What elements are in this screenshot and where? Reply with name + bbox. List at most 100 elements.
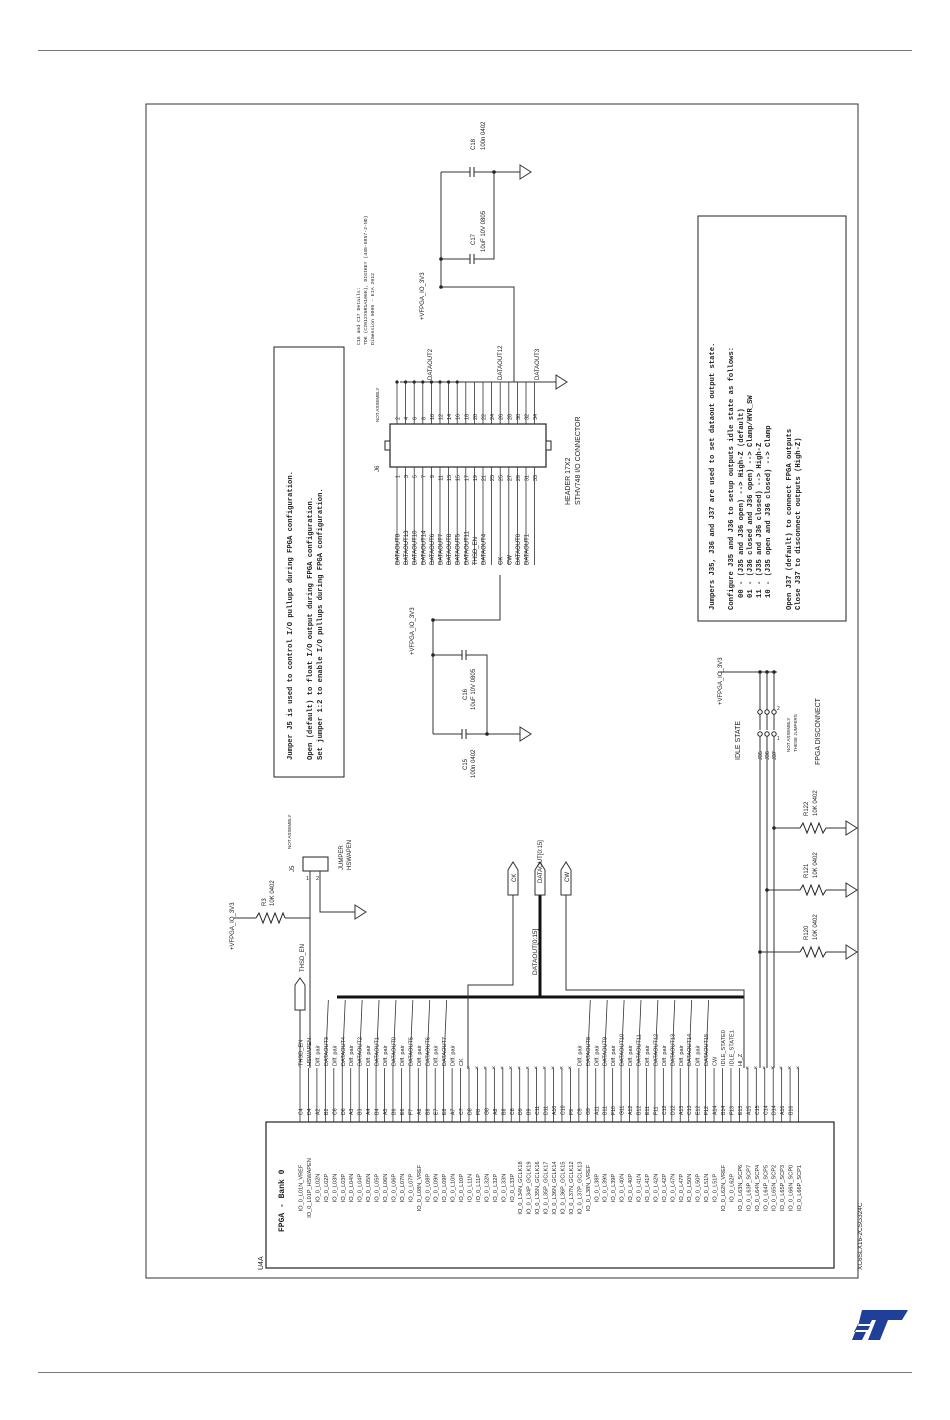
fpga-pin-net: DATAOUT14	[687, 1034, 693, 1066]
no-connect-mark: ×	[492, 1066, 496, 1072]
c15-value: 100n 0402	[471, 749, 477, 778]
fpga-pin-number: B4	[375, 1109, 381, 1115]
j6-left-net: DATAOUT14	[421, 530, 427, 565]
j6-left-net: DATAOUT4	[482, 533, 488, 565]
j6-left-net: DATAOUT8	[447, 533, 453, 565]
j6-right-pin-number: 32	[525, 414, 531, 420]
fpga-pin-name: IO_0_L06P	[391, 1174, 397, 1203]
fpga-pin-name: IO_0_L38N_VREF	[586, 1164, 592, 1211]
j6-left-pin-number: 23	[490, 475, 496, 481]
fpga-pin-number: C10	[560, 1105, 566, 1115]
fpga-pin-net: DATAOUT3	[324, 1037, 330, 1066]
bus-entry	[409, 999, 414, 1069]
j6-right-pin-number: 10	[430, 414, 436, 420]
j6-type: HEADER 17X2	[565, 457, 572, 505]
note-j5: Jumper J5 is used to control I/O pullups…	[273, 346, 345, 778]
port-ck[interactable]: CK	[507, 861, 519, 896]
fpga-pin-net: DATAOUT8	[586, 1037, 592, 1066]
j6-left-pin-number: 33	[533, 475, 539, 481]
fpga-pin-name: IO_0_L04N	[349, 1174, 355, 1203]
j6-left-pin-number: 15	[456, 475, 462, 481]
fpga-pin-name: IO_0_L11N	[468, 1174, 474, 1202]
j6-left-net: THSD_EN	[473, 537, 479, 565]
port-thsd-en[interactable]: THSD_EN	[294, 944, 306, 1068]
fpga-pin-name: IO_0_L34N_GCLK18	[518, 1161, 524, 1214]
j6-right-pin-number: 26	[499, 414, 505, 420]
fpga-pin-net: HI_Z	[738, 1053, 744, 1066]
j6-left-pin-number: 7	[421, 475, 427, 478]
fpga-pin-name: IO_0_L50P	[696, 1174, 702, 1203]
fpga-pin-net: Diff. pair	[611, 1045, 617, 1066]
fpga-pin-net: IDLE_STATE0	[721, 1030, 727, 1066]
j6-left-pin-number: 25	[499, 475, 505, 481]
fpga-pin-net: Diff. pair	[594, 1045, 600, 1066]
j6-left-net: CK	[499, 557, 505, 565]
fpga-pin-name: IO_0_L06N	[383, 1174, 389, 1203]
fpga-pin-number: E11	[645, 1106, 651, 1115]
j5-jumper[interactable]	[302, 856, 329, 872]
j35-label: J35	[758, 751, 764, 760]
j6-right-pin-number: 22	[482, 414, 488, 420]
j5-ref: J5	[290, 865, 296, 872]
no-connect-mark: ×	[475, 1066, 479, 1072]
j6-refdes: J6	[375, 465, 381, 472]
fpga-pin-name: IO_0_L37N_GCLK12	[569, 1161, 575, 1214]
fpga-pin-net: DATAOUT15	[704, 1034, 710, 1066]
fpga-pin-number: B11	[603, 1106, 609, 1115]
hswapen-pullup: R3 10K 0402 +VFPGA_IO_3V3 1 2 J5 NOT ASS…	[230, 815, 367, 1068]
fpga-pin-number: E8	[442, 1109, 448, 1115]
fpga-pin-name: IO_0_L41P	[645, 1174, 651, 1203]
c18-ref: C18	[471, 138, 477, 150]
bus-entry	[443, 999, 448, 1069]
bus-entry	[586, 999, 591, 1069]
port-ck-label: CK	[512, 874, 518, 882]
junction-dot	[395, 380, 399, 384]
j6-right-pin-number: 2	[396, 417, 402, 420]
no-connect-mark: ×	[771, 1066, 775, 1072]
fpga-pin-number: C14	[763, 1105, 769, 1115]
fpga-pin-name: IO_0_L07N	[400, 1174, 406, 1203]
j6-left-pin-number: 27	[507, 475, 513, 481]
bus-label: DATAOUT[0:15]	[532, 928, 539, 975]
fpga-pins: IO_0_L01N_VREFC4THSD_ENIO_0_L01P_HSWAPEN…	[299, 999, 803, 1218]
r120-ref: R120	[804, 925, 810, 940]
j6-right-pin-number: 12	[439, 414, 445, 420]
j6-left-pin-number: 11	[439, 475, 445, 481]
fpga-pin-name: IO_0_L02N	[315, 1174, 321, 1203]
fpga-pin-name: IO_0_L02P	[324, 1174, 330, 1203]
bus-entry	[637, 999, 642, 1069]
c16-value: 10uF 10V 0805	[471, 668, 477, 710]
r122-resistor	[799, 821, 827, 835]
port-dataout[interactable]: DATAOUT[0:15]	[534, 840, 546, 896]
r121-ref: R121	[804, 863, 810, 878]
fpga-pin-net: Diff. pair	[662, 1045, 668, 1066]
no-connect-mark: ×	[509, 1066, 513, 1072]
fpga-pin-number: E12	[696, 1106, 702, 1115]
fpga-pin-number: A13	[679, 1106, 685, 1115]
header-rule	[38, 50, 912, 51]
fpga-pin-net: DATAOUT2	[358, 1037, 364, 1066]
ck-net	[467, 895, 514, 1068]
fpga-pin-name: IO_0_L47N	[670, 1174, 676, 1203]
no-connect-mark: ×	[483, 1066, 487, 1072]
fpga-pin-number: A7	[451, 1109, 457, 1115]
bus-entry	[341, 999, 346, 1069]
fpga-pin-name: IO_0_L05P	[375, 1174, 381, 1203]
fpga-pin-number: C15	[755, 1105, 761, 1115]
fpga-pin-net: DATAOUT0	[391, 1037, 397, 1066]
fpga-pin-name: IO_0_L08P	[425, 1174, 431, 1203]
fpga-pin-net: DATAOUT11	[637, 1034, 643, 1066]
fpga-pin-number: F10	[611, 1106, 617, 1115]
fpga-pin-net: DATAOUT5	[408, 1037, 414, 1066]
note-j35-line8: Close J37 to disconnect outputs (High-Z)	[795, 437, 803, 610]
port-cw[interactable]: CW	[560, 861, 572, 896]
fpga-pin-name: IO_0_L32N	[484, 1174, 490, 1203]
c18-value: 100n 0402	[481, 121, 487, 150]
fpga-pin-name: IO_0_L41N	[637, 1174, 643, 1203]
j6-left-pin-number: 9	[430, 475, 436, 478]
fpga-pin-net: Diff. pair	[400, 1045, 406, 1066]
j5-name1: JUMPER	[339, 845, 345, 870]
no-connect-mark: ×	[534, 1066, 538, 1072]
no-connect-mark: ×	[517, 1066, 521, 1072]
